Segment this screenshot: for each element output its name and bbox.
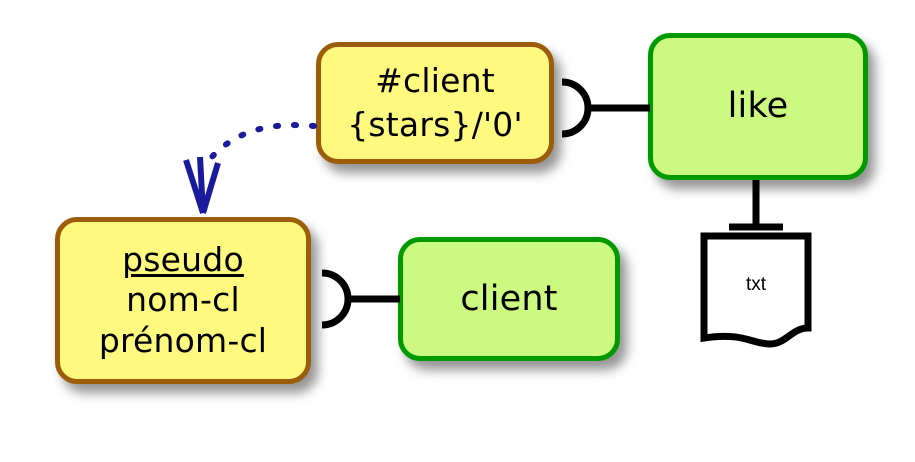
document-label-txt: txt <box>745 273 767 295</box>
entity-box-client[interactable]: client <box>398 237 620 361</box>
attribute-line-hash-client: #client <box>375 60 495 100</box>
edge-attr-client-to-entity-client <box>321 269 400 329</box>
edge-attr-like-to-entity-like <box>561 78 650 138</box>
attribute-line-stars-zero: {stars}/'0' <box>347 104 523 144</box>
document-node-txt[interactable]: txt <box>700 232 812 352</box>
attribute-line-pseudo: pseudo <box>122 239 244 279</box>
attribute-box-like[interactable]: #client {stars}/'0' <box>316 42 554 164</box>
attribute-box-client[interactable]: pseudo nom-cl prénom-cl <box>55 217 311 384</box>
attribute-line-prenom-cl: prénom-cl <box>98 320 268 360</box>
entity-label-client: client <box>460 278 558 319</box>
document-shape-icon <box>700 232 812 348</box>
edge-attr-like-to-attr-client <box>183 122 317 214</box>
entity-box-like[interactable]: like <box>648 33 868 180</box>
entity-label-like: like <box>727 86 789 127</box>
edge-entity-like-to-doc-txt <box>729 178 783 231</box>
attribute-line-nom-cl: nom-cl <box>126 280 240 320</box>
